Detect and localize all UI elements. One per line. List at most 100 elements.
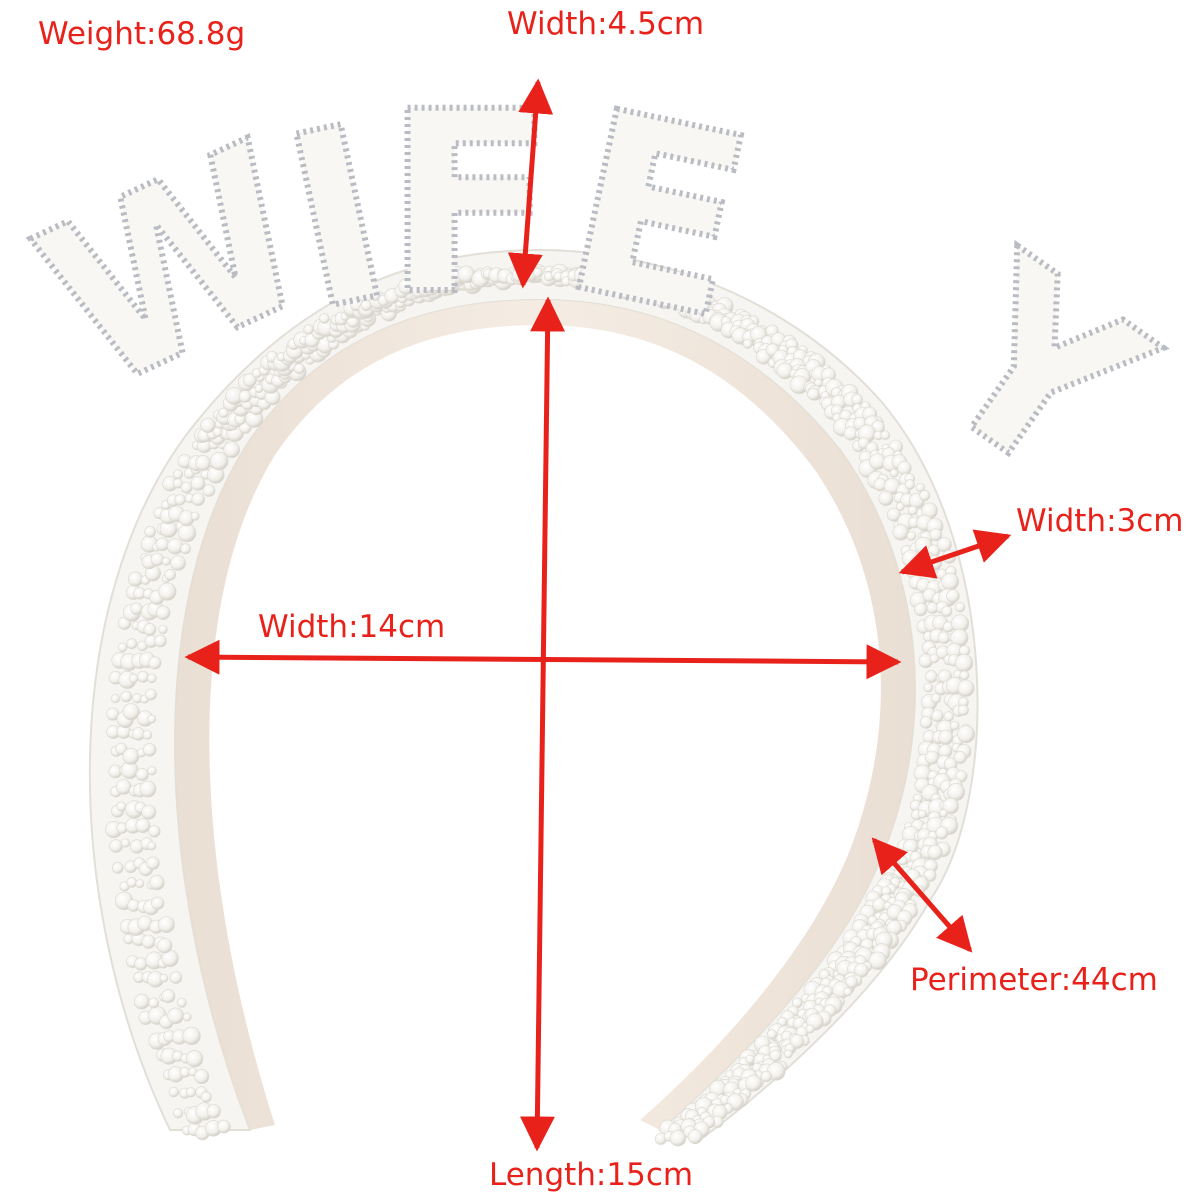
pearl (190, 511, 200, 521)
measurement-arrows (184, 78, 1012, 1152)
pearl (950, 720, 960, 731)
pearl (892, 524, 909, 541)
pearl (173, 469, 184, 480)
pearl (147, 841, 157, 851)
pearl (200, 417, 216, 434)
pearl (923, 682, 934, 693)
headband-inner-lining (175, 300, 915, 1130)
pearl (942, 797, 959, 815)
pearl (167, 1007, 184, 1025)
pearl (164, 568, 176, 581)
pearl (946, 589, 960, 603)
pearl (954, 601, 966, 613)
pearl (210, 451, 229, 471)
pearl (895, 502, 905, 512)
pearl (146, 856, 160, 870)
pearl (145, 688, 157, 701)
pearl (370, 290, 381, 301)
pearl (907, 505, 918, 516)
pearl (148, 997, 160, 1009)
pearl (191, 492, 205, 506)
pearl (195, 455, 211, 471)
pearl (915, 483, 926, 493)
pearl (173, 1108, 184, 1119)
pearl (200, 1091, 212, 1103)
pearl (805, 1024, 815, 1034)
arrow-length (519, 296, 566, 1152)
pearl (937, 537, 952, 552)
pearl (745, 1054, 755, 1065)
pearl (117, 642, 128, 653)
pearl (319, 313, 330, 324)
pearl (147, 765, 157, 776)
pearl (939, 808, 948, 818)
pearl (130, 602, 143, 615)
pearl (177, 523, 197, 543)
pearl (147, 673, 157, 684)
pearl (109, 839, 123, 853)
pearl (151, 896, 165, 910)
pearl (807, 387, 820, 401)
pearl (182, 1026, 201, 1045)
length-label: Length:15cm (489, 1157, 694, 1193)
pearl (148, 825, 161, 838)
width-band-label: Width:3cm (1016, 503, 1184, 539)
pearl (122, 703, 140, 721)
pearl (927, 844, 943, 861)
pearl (742, 338, 753, 349)
pearl (129, 673, 139, 684)
pearl (180, 543, 191, 555)
pearl (157, 938, 173, 954)
arrow-perimeter (871, 837, 973, 953)
pearl (148, 656, 162, 670)
pearl (158, 624, 168, 635)
pearl (217, 1119, 231, 1134)
pearl (906, 531, 917, 541)
weight-label: Weight:68.8g (38, 16, 246, 52)
pearl (925, 670, 938, 683)
pearl (669, 1129, 687, 1147)
pearl (206, 1104, 221, 1119)
pearl (120, 838, 131, 848)
pearl (766, 1029, 777, 1040)
pearl (150, 552, 165, 567)
pearl (878, 490, 894, 506)
pearl (116, 801, 127, 812)
pearl (135, 767, 149, 781)
headband-pearls (105, 263, 976, 1147)
pearl (161, 556, 171, 566)
pearl (142, 730, 153, 740)
pearl (110, 693, 120, 704)
pearl (293, 363, 305, 375)
pearl (957, 725, 976, 744)
pearl (115, 779, 132, 795)
pearl (149, 874, 165, 891)
pearl (154, 634, 167, 648)
pearl (135, 879, 145, 888)
pearl (133, 993, 150, 1010)
pearl (760, 1070, 772, 1082)
pearl (161, 989, 176, 1004)
pearl (170, 555, 186, 571)
pearl (128, 571, 144, 587)
pearl (126, 638, 138, 650)
pearl (687, 1129, 703, 1145)
pearl (158, 582, 177, 601)
pearl (783, 1049, 793, 1059)
pearl (174, 494, 186, 506)
pearl (919, 489, 931, 501)
pearl (898, 855, 908, 866)
pearl (194, 1069, 210, 1085)
pearl (139, 780, 157, 798)
pearl (917, 809, 927, 819)
pearl (954, 653, 974, 673)
pearl (745, 1074, 762, 1092)
pearl (120, 690, 133, 703)
pearl (186, 1050, 204, 1068)
pearl (913, 602, 928, 617)
pearl (112, 862, 124, 874)
pearl (202, 484, 216, 497)
pearl (957, 704, 969, 716)
pearl (190, 476, 206, 491)
pearl (156, 605, 171, 620)
